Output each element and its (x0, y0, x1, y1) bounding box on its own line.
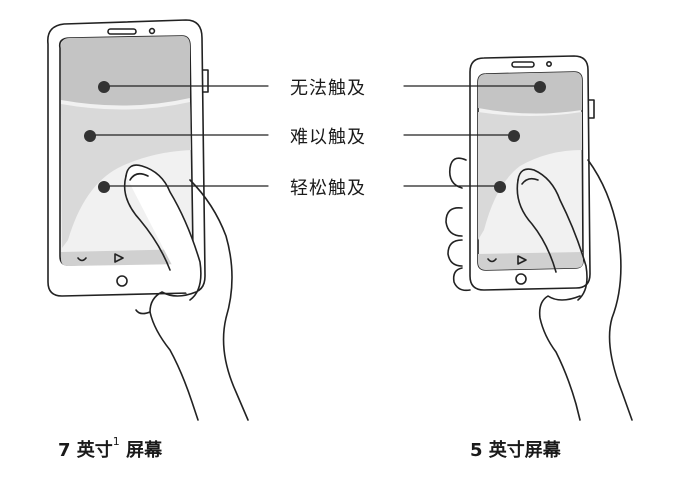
zone-label-hard: 难以触及 (290, 127, 366, 148)
footnote-marker: 1 (112, 435, 120, 448)
small-unreachable-dot (534, 81, 546, 93)
small-phone-caption: 5 英寸屏幕 (470, 440, 561, 461)
small-phone (445, 55, 633, 421)
easy-zone-dot (98, 181, 110, 193)
small-easy-dot (494, 181, 506, 193)
caption-screen: 屏幕 (126, 440, 163, 461)
large-phone-caption: 7 英寸1 屏幕 (58, 435, 163, 462)
large-phone (47, 19, 249, 421)
hard-zone-dot (84, 130, 96, 142)
unreachable-zone-dot (98, 81, 110, 93)
zone-label-easy: 轻松触及 (290, 178, 366, 199)
caption-size: 7 英寸 (58, 440, 113, 461)
small-hard-dot (508, 130, 520, 142)
leader-lines (95, 85, 535, 187)
zone-label-unreachable: 无法触及 (290, 78, 366, 99)
